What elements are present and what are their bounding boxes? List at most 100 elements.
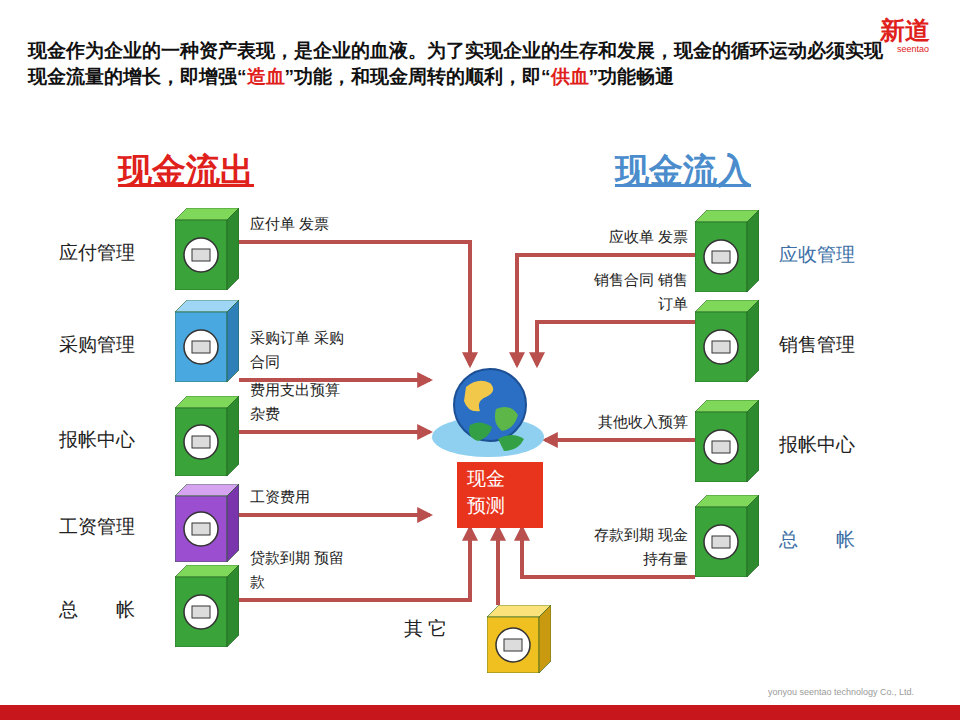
- icon-glyph: [712, 341, 730, 353]
- footer-text: yonyou seentao technology Co., Ltd.: [768, 687, 914, 697]
- edge-label: 存款到期 现金持有量: [588, 523, 688, 573]
- node-label: 应收管理: [779, 242, 855, 268]
- flow-arrow: [239, 513, 430, 517]
- node-label: 应付管理: [59, 240, 135, 266]
- cube-side: [747, 210, 759, 292]
- cube-icon: [695, 300, 759, 382]
- icon-disc: [184, 512, 218, 546]
- cube-front: [695, 312, 747, 382]
- icon-disc: [184, 425, 218, 459]
- flow-arrow: [496, 528, 500, 605]
- node-label: 其 它: [404, 616, 447, 642]
- edge-label: 应付单 发票: [250, 212, 329, 237]
- dollar-shape: [469, 422, 492, 441]
- cube-side: [747, 300, 759, 382]
- cube-side: [539, 605, 551, 673]
- cube-front: [175, 312, 227, 382]
- cube-icon: [695, 495, 759, 577]
- cube-icon: [175, 396, 239, 476]
- cube-side: [747, 400, 759, 482]
- module-cube: 工资管理: [175, 484, 239, 562]
- cube-front: [695, 222, 747, 292]
- edge-label: 采购订单 采购合同: [250, 326, 350, 376]
- edge-label: 其他收入预算: [598, 410, 688, 435]
- cube-front: [695, 507, 747, 577]
- cube-front: [175, 408, 227, 476]
- node-label: 总 帐: [59, 597, 135, 623]
- module-cube: 总 帐: [695, 495, 759, 577]
- module-cube: 总 帐: [175, 565, 239, 647]
- icon-disc: [496, 628, 530, 662]
- cube-side: [227, 208, 239, 290]
- footer-bar: [0, 705, 960, 720]
- icon-glyph: [192, 523, 210, 535]
- cube-front: [175, 577, 227, 647]
- icon-glyph: [504, 639, 522, 651]
- module-cube: 应收管理: [695, 210, 759, 292]
- title-part: 供血: [551, 66, 589, 87]
- module-cube: 应付管理: [175, 208, 239, 290]
- module-cube: 报帐中心: [175, 396, 239, 476]
- forecast-node: 现金 预测: [430, 365, 545, 528]
- module-cube: 销售管理: [695, 300, 759, 382]
- module-cube: 采购管理: [175, 300, 239, 382]
- icon-disc: [704, 240, 738, 274]
- icon-disc: [184, 330, 218, 364]
- node-label: 销售管理: [779, 332, 855, 358]
- continent: [495, 407, 518, 431]
- title: 现金作为企业的一种资产表现，是企业的血液。为了实现企业的生存和发展，现金的循环运…: [28, 38, 888, 89]
- continent: [464, 381, 493, 412]
- cube-icon: [175, 208, 239, 290]
- node-label: 总 帐: [779, 527, 855, 553]
- flow-arrow: [545, 438, 695, 442]
- edge-label: 贷款到期 预留款: [250, 546, 350, 596]
- module-cube: 报帐中心: [695, 400, 759, 482]
- edge-label: 费用支出预算 杂费: [250, 378, 350, 428]
- flow-arrow: [239, 242, 470, 365]
- title-part: 造血: [247, 66, 285, 87]
- icon-disc: [704, 330, 738, 364]
- cube-side: [227, 300, 239, 382]
- node-label: 工资管理: [59, 514, 135, 540]
- cube-front: [487, 617, 539, 673]
- icon-disc: [184, 595, 218, 629]
- cube-side: [227, 565, 239, 647]
- icon-glyph: [192, 606, 210, 618]
- node-label: 采购管理: [59, 332, 135, 358]
- node-label: 报帐中心: [779, 432, 855, 458]
- cube-front: [175, 496, 227, 562]
- section-heading: 现金流出: [118, 148, 254, 194]
- title-part: ”功能，和现金周转的顺利，即“: [285, 66, 551, 87]
- dollar-shape: [498, 435, 524, 451]
- cube-icon: [695, 400, 759, 482]
- cube-icon: [695, 210, 759, 292]
- cube-side: [227, 484, 239, 562]
- title-part: ”功能畅通: [589, 66, 675, 87]
- section-heading: 现金流入: [615, 148, 751, 194]
- cube-side: [747, 495, 759, 577]
- flow-arrow: [537, 322, 695, 365]
- edge-label: 销售合同 销售订单: [588, 268, 688, 318]
- cube-icon: [175, 300, 239, 382]
- icon-glyph: [192, 436, 210, 448]
- logo-text: 新道: [880, 14, 930, 47]
- icon-glyph: [712, 536, 730, 548]
- icon-disc: [704, 430, 738, 464]
- icon-glyph: [712, 441, 730, 453]
- logo-subtext: seentao: [897, 44, 929, 54]
- flow-arrow: [517, 255, 695, 365]
- cube-icon: [487, 605, 551, 673]
- cube-icon: [175, 565, 239, 647]
- flow-arrow: [239, 528, 470, 600]
- icon-glyph: [192, 341, 210, 353]
- cube-icon: [175, 484, 239, 562]
- cube-side: [227, 396, 239, 476]
- icon-glyph: [712, 251, 730, 263]
- forecast-box: 现金 预测: [457, 462, 543, 528]
- edge-label: 应收单 发票: [609, 225, 688, 250]
- edge-label: 工资费用: [250, 485, 310, 510]
- icon-disc: [704, 525, 738, 559]
- icon-glyph: [192, 249, 210, 261]
